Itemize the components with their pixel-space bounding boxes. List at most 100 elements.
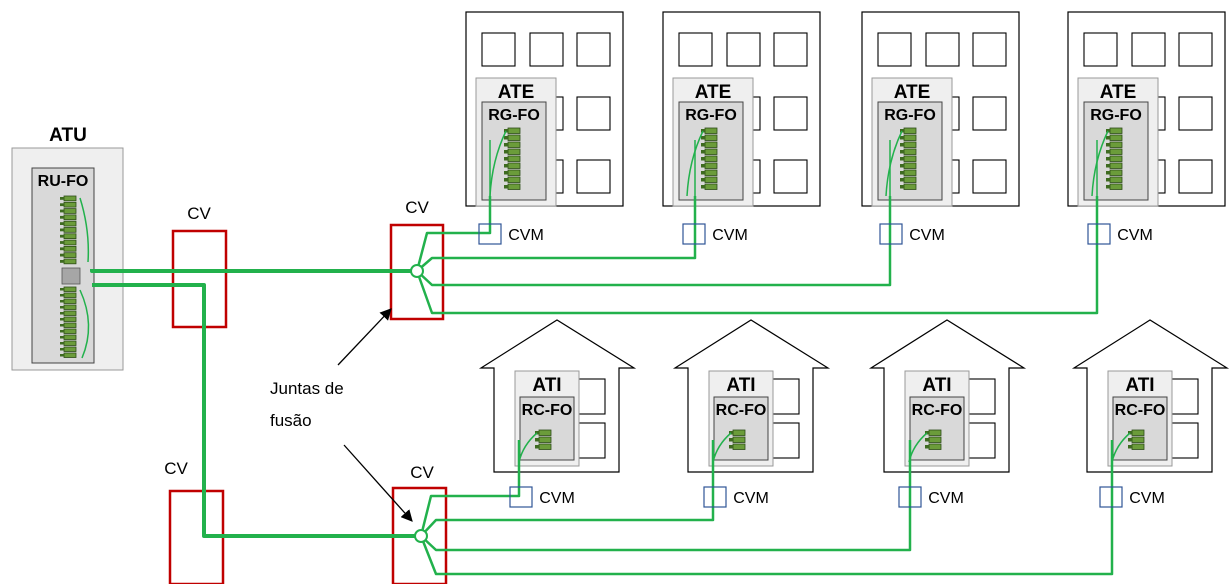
cv-box-3: CV bbox=[164, 459, 225, 584]
rg-fo-label: RG-FO bbox=[488, 107, 540, 124]
fiber-connector bbox=[903, 134, 917, 141]
cvm-3: CVM bbox=[879, 223, 945, 245]
cvm-box bbox=[682, 223, 706, 245]
connector-latch bbox=[729, 431, 733, 435]
fiber-connector bbox=[63, 304, 77, 310]
connector-latch bbox=[729, 445, 733, 449]
fiber-connector bbox=[507, 155, 521, 162]
cvm-box bbox=[879, 223, 903, 245]
rg-connectors bbox=[504, 127, 521, 190]
splice-annotation: Juntas de fusão bbox=[270, 308, 413, 522]
fiber-connector bbox=[903, 148, 917, 155]
rg-fo-label: RG-FO bbox=[685, 107, 737, 124]
rg-fiber-loop bbox=[885, 130, 903, 197]
fiber-connector bbox=[63, 214, 77, 221]
rg-fo-label: RG-FO bbox=[884, 107, 936, 124]
cvm-4: CVM bbox=[1087, 223, 1153, 245]
window bbox=[529, 32, 564, 67]
fiber-connector bbox=[63, 340, 77, 346]
connector-latch bbox=[701, 150, 705, 154]
fiber-connector bbox=[704, 148, 718, 155]
connector-latch bbox=[1106, 150, 1110, 154]
fiber-connector bbox=[507, 148, 521, 155]
connector-latch bbox=[729, 438, 733, 442]
fiber-branches-ate bbox=[415, 140, 1099, 315]
cvm-box bbox=[1087, 223, 1111, 245]
window bbox=[678, 32, 713, 67]
fiber-connector bbox=[1109, 176, 1123, 183]
fiber-connector bbox=[63, 239, 77, 246]
connector-latch bbox=[504, 150, 508, 154]
fiber-connector bbox=[732, 429, 746, 436]
connector-latch bbox=[60, 241, 64, 244]
fiber-connector bbox=[903, 141, 917, 148]
splice-joint-2 bbox=[414, 529, 428, 543]
cvm-box bbox=[478, 223, 502, 245]
ati-label: ATI bbox=[532, 375, 561, 396]
splice-arrow-lower bbox=[343, 444, 413, 522]
cvm-box bbox=[1099, 486, 1123, 508]
fiber-connector bbox=[63, 258, 77, 265]
fiber-connector bbox=[63, 227, 77, 233]
connector-latch bbox=[701, 129, 705, 133]
connector-latch bbox=[701, 164, 705, 168]
rg-fo-label: RG-FO bbox=[1090, 107, 1142, 124]
fiber-connector bbox=[903, 127, 917, 134]
fiber-connector bbox=[704, 155, 718, 162]
rg-fiber-loop bbox=[686, 130, 704, 197]
fiber-connector bbox=[63, 252, 77, 258]
fiber-connector bbox=[63, 352, 77, 358]
fiber-connector bbox=[704, 127, 718, 134]
connector-latch bbox=[504, 136, 508, 140]
fiber-connector bbox=[507, 183, 521, 190]
fiber-connector bbox=[507, 176, 521, 183]
window bbox=[481, 32, 516, 67]
window bbox=[972, 96, 1007, 131]
cvm-label: CVM bbox=[508, 227, 544, 244]
connector-latch bbox=[60, 197, 64, 200]
window bbox=[576, 159, 611, 194]
rc-connectors bbox=[729, 429, 746, 450]
fiber-connector bbox=[507, 162, 521, 169]
fiber-connector bbox=[903, 162, 917, 169]
rg-connectors bbox=[701, 127, 718, 190]
ru-connectors-top bbox=[60, 195, 77, 265]
fiber-connector bbox=[1109, 162, 1123, 169]
connector-latch bbox=[60, 330, 64, 333]
window bbox=[773, 32, 808, 67]
connector-latch bbox=[60, 247, 64, 251]
connector-latch bbox=[900, 171, 904, 175]
connector-latch bbox=[701, 136, 705, 140]
window bbox=[1178, 32, 1213, 67]
rg-connectors bbox=[900, 127, 917, 190]
connector-latch bbox=[60, 222, 64, 225]
connector-latch bbox=[504, 178, 508, 182]
connector-latch bbox=[60, 348, 64, 351]
connector-latch bbox=[1128, 438, 1132, 442]
connector-latch bbox=[1106, 178, 1110, 182]
ru-connector-strip-top bbox=[60, 195, 81, 285]
fiber-connector bbox=[63, 322, 77, 328]
connector-latch bbox=[900, 143, 904, 147]
fiber-connector bbox=[63, 334, 77, 340]
connector-latch bbox=[900, 136, 904, 140]
cvm-box bbox=[509, 486, 533, 508]
connector-latch bbox=[1106, 171, 1110, 175]
connector-latch bbox=[535, 438, 539, 442]
connector-latch bbox=[900, 164, 904, 168]
fiber-connector bbox=[63, 346, 77, 352]
window bbox=[773, 96, 808, 131]
rc-fo-label: RC-FO bbox=[522, 402, 573, 419]
connector-latch bbox=[900, 157, 904, 161]
connector-latch bbox=[504, 171, 508, 175]
fiber-connector bbox=[63, 286, 77, 292]
connector-latch bbox=[701, 178, 705, 182]
fiber-connector bbox=[1131, 429, 1145, 436]
ati-label: ATI bbox=[922, 375, 951, 396]
window bbox=[1131, 32, 1166, 67]
rc-connectors bbox=[925, 429, 942, 450]
fiber-connector bbox=[732, 436, 746, 443]
fiber-connector bbox=[928, 436, 942, 443]
